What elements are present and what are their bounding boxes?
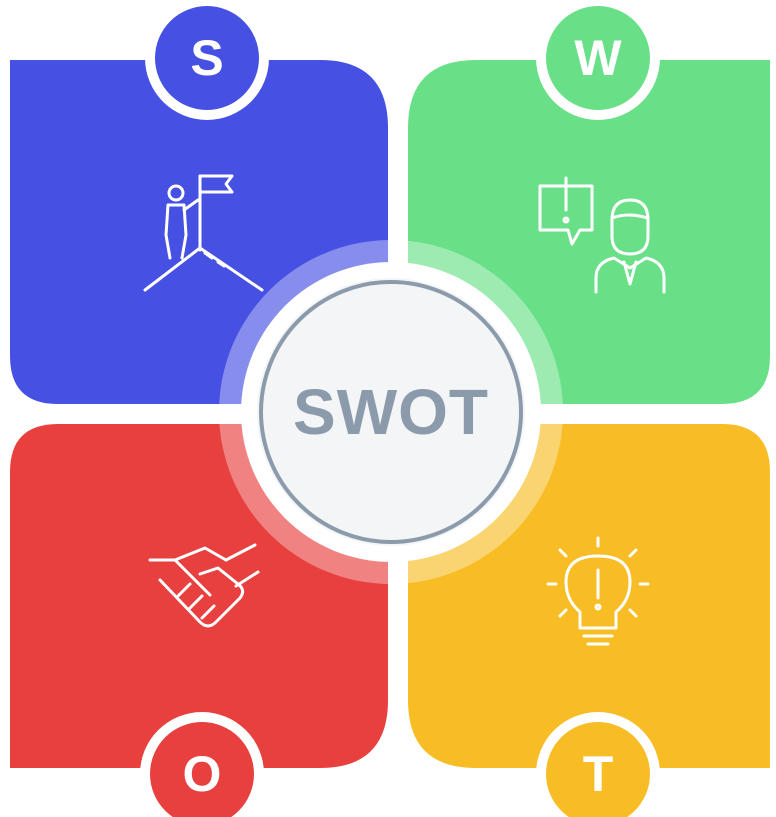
person-with-flag-on-summit-icon: [143, 174, 264, 292]
threats-letter: T: [583, 746, 614, 802]
threats-badge: T: [536, 712, 660, 817]
opportunities-letter: O: [183, 746, 222, 802]
opportunities-badge: O: [140, 712, 264, 817]
weaknesses-badge: W: [536, 0, 660, 120]
swot-label: SWOT: [293, 376, 489, 448]
swot-center: SWOT: [219, 240, 563, 584]
weaknesses-letter: W: [574, 30, 622, 86]
strengths-letter: S: [190, 30, 223, 86]
lightbulb-with-exclamation-icon: [546, 536, 650, 646]
strengths-badge: S: [145, 0, 269, 120]
handshake-icon: [148, 543, 260, 628]
person-with-alert-speech-bubble-icon: [538, 176, 666, 294]
